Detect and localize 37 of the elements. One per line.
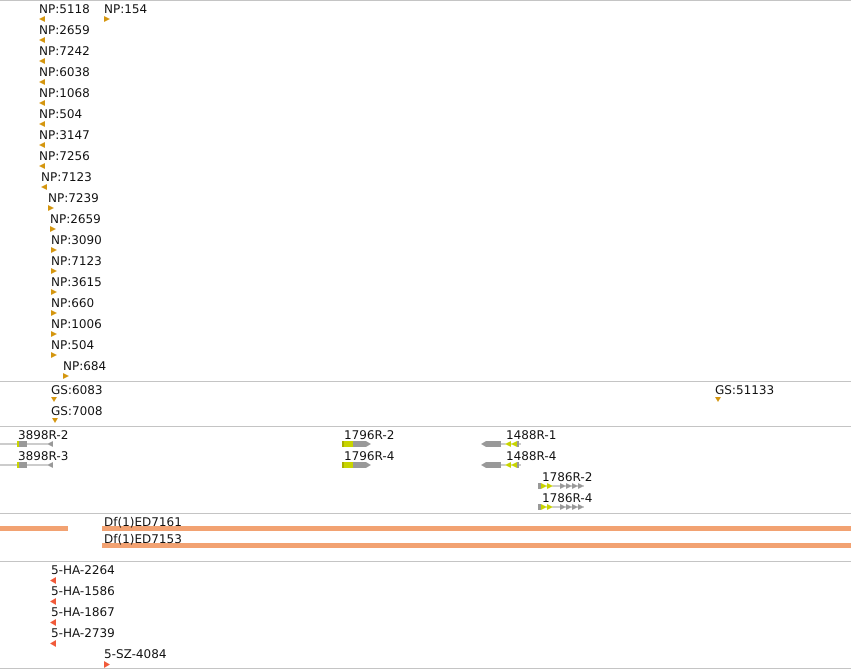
feature-label: Df(1)ED7161	[104, 515, 182, 529]
feature-label: NP:7242	[39, 44, 90, 58]
feature-label: NP:660	[51, 296, 94, 310]
feature-label: 1786R-4	[542, 491, 592, 505]
feature-label: 5-HA-1867	[51, 605, 115, 619]
feature-label: NP:7123	[41, 170, 92, 184]
feature-label: 5-SZ-4084	[104, 647, 166, 661]
feature-label: NP:3147	[39, 128, 90, 142]
feature-label: NP:684	[63, 359, 106, 373]
feature-label: NP:504	[51, 338, 94, 352]
feature-label: 3898R-2	[18, 428, 68, 442]
feature-label: Df(1)ED7153	[104, 532, 182, 546]
feature-label: GS:51133	[715, 383, 774, 397]
feature-label: NP:1006	[51, 317, 102, 331]
feature-label: NP:7123	[51, 254, 102, 268]
feature-label: 5-HA-1586	[51, 584, 115, 598]
feature-label: NP:3090	[51, 233, 102, 247]
feature-label: NP:7256	[39, 149, 90, 163]
feature-label: NP:2659	[50, 212, 101, 226]
feature-label: 3898R-3	[18, 449, 68, 463]
feature-label: NP:504	[39, 107, 82, 121]
feature-label: 1786R-2	[542, 470, 592, 484]
feature-label: NP:1068	[39, 86, 90, 100]
feature-label: 1488R-4	[506, 449, 556, 463]
feature-label: GS:6083	[51, 383, 102, 397]
feature-label: NP:2659	[39, 23, 90, 37]
feature-label: NP:5118	[39, 2, 90, 16]
feature-label: 1488R-1	[506, 428, 556, 442]
feature-label: NP:3615	[51, 275, 102, 289]
feature-label: NP:7239	[48, 191, 99, 205]
feature-label: NP:6038	[39, 65, 90, 79]
feature-label: 1796R-2	[344, 428, 394, 442]
feature-label: NP:154	[104, 2, 148, 16]
feature-label: 5-HA-2739	[51, 626, 115, 640]
feature-label: GS:7008	[51, 404, 102, 418]
feature-label: 5-HA-2264	[51, 563, 115, 577]
feature-label: 1796R-4	[344, 449, 394, 463]
